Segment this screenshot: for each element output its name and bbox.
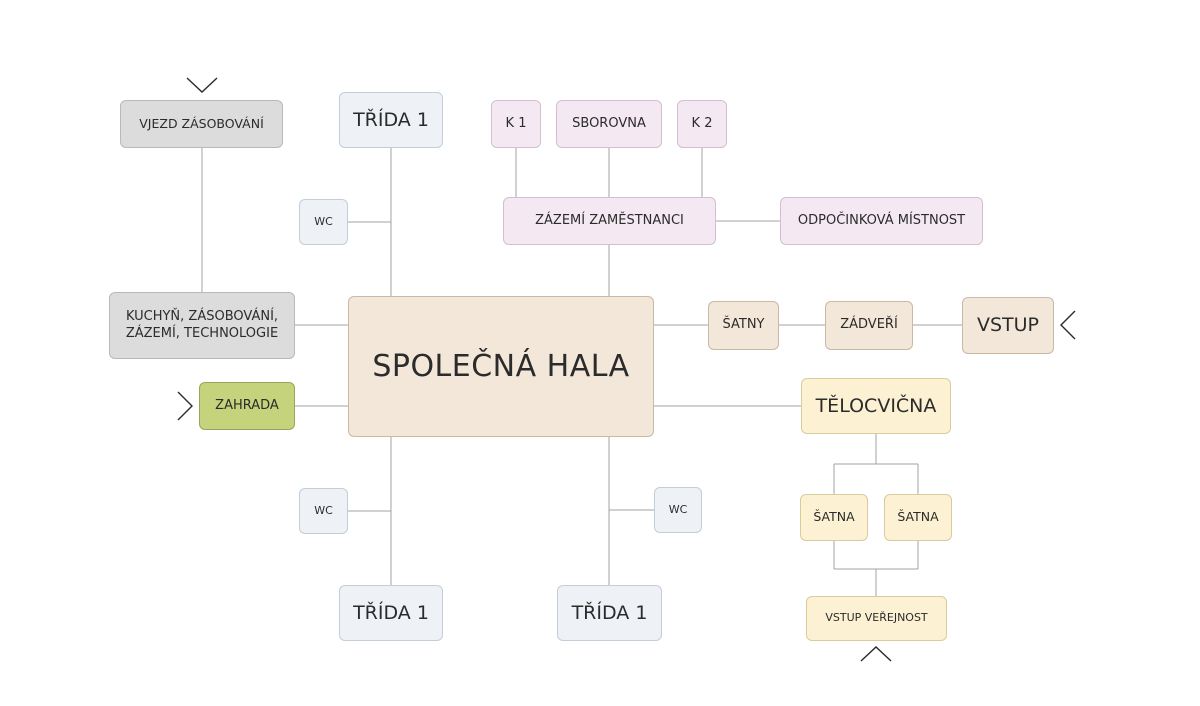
node-label-line2: ZÁZEMÍ, TECHNOLOGIE xyxy=(125,325,279,341)
node-wc-top: WC xyxy=(299,199,348,245)
node-trida-bottom-left: TŘÍDA 1 xyxy=(339,585,443,641)
node-zahrada: ZAHRADA xyxy=(199,382,295,430)
node-label: ZÁZEMÍ ZAMĚSTNANCI xyxy=(535,212,684,228)
node-odpocinkova-mistnost: ODPOČINKOVÁ MÍSTNOST xyxy=(780,197,983,245)
node-label: VSTUP VEŘEJNOST xyxy=(825,611,928,625)
node-label: WC xyxy=(314,214,333,228)
node-k2: K 2 xyxy=(677,100,727,148)
node-label: K 1 xyxy=(505,115,527,131)
node-label: ODPOČINKOVÁ MÍSTNOST xyxy=(797,212,966,228)
node-trida-top: TŘÍDA 1 xyxy=(339,92,443,148)
node-satny: ŠATNY xyxy=(708,301,779,350)
node-vstup-verejnost: VSTUP VEŘEJNOST xyxy=(806,596,947,641)
node-zazemi-zamestnanci: ZÁZEMÍ ZAMĚSTNANCI xyxy=(503,197,716,245)
node-satna-left: ŠATNA xyxy=(800,494,868,541)
node-vjezd-zasobovani: VJEZD ZÁSOBOVÁNÍ xyxy=(120,100,283,148)
node-vstup: VSTUP xyxy=(962,297,1054,354)
node-label: SBOROVNA xyxy=(572,115,646,131)
node-label: SPOLEČNÁ HALA xyxy=(372,349,630,384)
node-label: TŘÍDA 1 xyxy=(353,601,429,624)
node-spolecna-hala: SPOLEČNÁ HALA xyxy=(348,296,654,437)
node-label: VSTUP xyxy=(976,314,1040,337)
node-wc-left: WC xyxy=(299,488,348,534)
arrow-down-icon xyxy=(186,77,218,93)
node-label: ŠATNA xyxy=(897,509,939,525)
node-kuchyn: KUCHYŇ, ZÁSOBOVÁNÍ, ZÁZEMÍ, TECHNOLOGIE xyxy=(109,292,295,359)
node-satna-right: ŠATNA xyxy=(884,494,952,541)
node-wc-right: WC xyxy=(654,487,702,533)
node-label: VJEZD ZÁSOBOVÁNÍ xyxy=(139,115,264,131)
node-label: WC xyxy=(668,502,688,516)
node-zadveri: ZÁDVEŘÍ xyxy=(825,301,913,350)
node-label: ZÁDVEŘÍ xyxy=(840,317,898,333)
node-label: ŠATNY xyxy=(722,317,765,333)
node-label: TŘÍDA 1 xyxy=(571,601,648,624)
arrow-right-icon xyxy=(177,391,193,421)
node-label: ŠATNA xyxy=(813,509,855,525)
node-label: WC xyxy=(314,503,333,517)
node-k1: K 1 xyxy=(491,100,541,148)
node-label: TĚLOCVIČNA xyxy=(815,394,937,417)
node-label: TŘÍDA 1 xyxy=(353,108,429,131)
arrow-up-icon xyxy=(860,646,892,662)
node-label: ZAHRADA xyxy=(215,397,279,413)
node-telocvicna: TĚLOCVIČNA xyxy=(801,378,951,434)
node-sborovna: SBOROVNA xyxy=(556,100,662,148)
node-label: K 2 xyxy=(691,115,713,131)
node-trida-bottom-right: TŘÍDA 1 xyxy=(557,585,662,641)
arrow-left-icon xyxy=(1060,310,1076,340)
node-label-line1: KUCHYŇ, ZÁSOBOVÁNÍ, xyxy=(125,308,279,324)
